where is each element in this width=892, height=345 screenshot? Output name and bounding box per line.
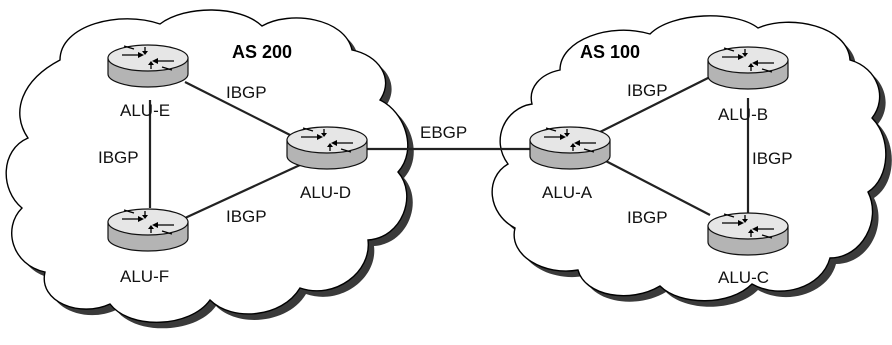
link-label-f-d: IBGP <box>226 207 267 226</box>
link-label-e-d: IBGP <box>226 83 267 102</box>
router-icon <box>529 126 611 170</box>
link-a-c <box>599 157 711 216</box>
link-label-e-f: IBGP <box>98 148 139 167</box>
router-label-alu-e: ALU-E <box>120 101 170 120</box>
router-icon <box>107 208 189 252</box>
router-icon <box>286 126 368 170</box>
router-alu-c <box>707 212 789 256</box>
as100-label: AS 100 <box>580 42 640 62</box>
router-alu-e <box>107 44 189 88</box>
router-alu-d <box>286 126 368 170</box>
router-icon <box>107 44 189 88</box>
router-label-alu-c: ALU-C <box>718 268 769 287</box>
link-e-d <box>184 81 301 141</box>
router-label-alu-a: ALU-A <box>542 183 593 202</box>
router-alu-b <box>707 46 789 90</box>
as200-cloud <box>5 9 414 329</box>
router-alu-a <box>529 126 611 170</box>
link-label-d-a: EBGP <box>420 123 467 142</box>
as200-label: AS 200 <box>232 42 292 62</box>
router-icon <box>707 46 789 90</box>
router-label-alu-f: ALU-F <box>120 267 169 286</box>
link-label-b-c: IBGP <box>752 149 793 168</box>
router-alu-f <box>107 208 189 252</box>
link-f-d <box>184 164 301 219</box>
router-icon <box>707 212 789 256</box>
link-label-a-b: IBGP <box>627 81 668 100</box>
router-label-alu-b: ALU-B <box>718 105 768 124</box>
router-label-alu-d: ALU-D <box>300 183 351 202</box>
link-a-b <box>599 75 713 133</box>
links <box>148 75 750 219</box>
link-label-a-c: IBGP <box>627 208 668 227</box>
